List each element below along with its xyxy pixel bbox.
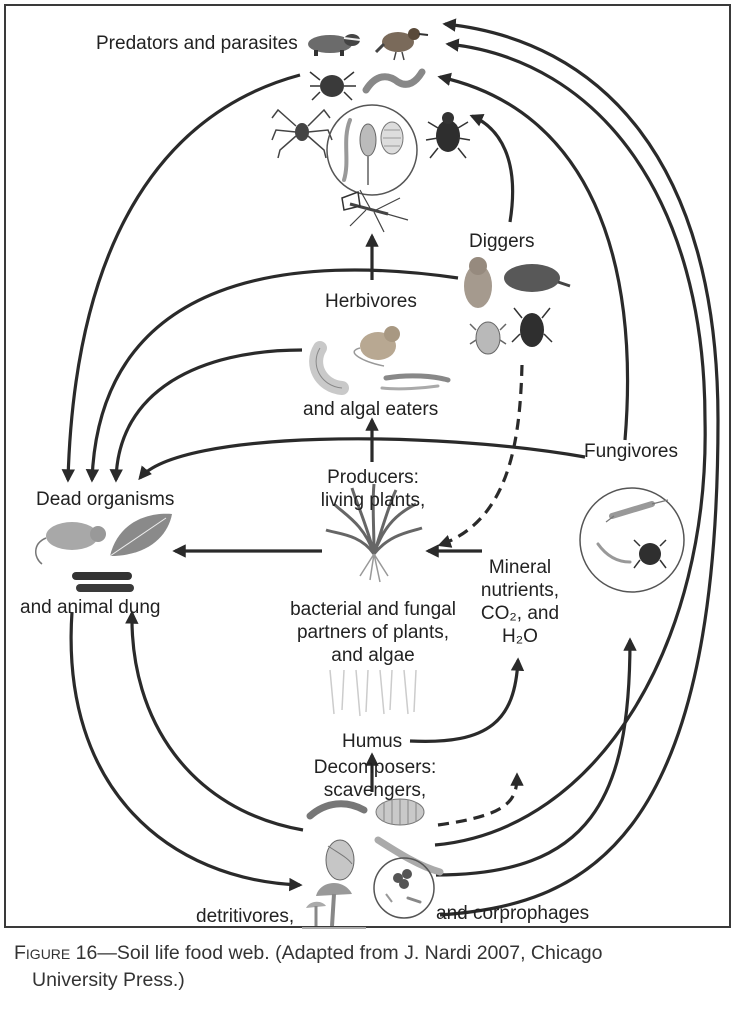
bacteria-icon [373,857,435,919]
label-coprophages: and corprophages [436,903,590,924]
arrow-predators-to-dead [61,73,301,483]
bird-icon [374,28,429,61]
fungivore-mite-icon [633,539,667,569]
caption-figure-label: Figure 16 [14,942,98,964]
springtail-icon [605,499,669,523]
caption-text-line2: University Press.) [32,969,185,991]
label-producers-line2: living plants, [320,490,426,511]
label-producers-line1: Producers: [327,467,419,488]
cicada-nymph-icon [469,321,507,355]
arrow-decomposers-to-predators [434,38,707,847]
slug-icon [380,373,451,391]
spider-icon [271,108,333,159]
worm-icon [362,68,426,94]
dung-icon [72,572,134,592]
label-predators: Predators and parasites [96,33,298,54]
label-partners: bacterial and fungal partners of plants,… [280,598,466,667]
arrow-diggers-to-predators [469,114,515,223]
arrow-decomposers-to-dead [125,610,304,832]
label-dead-organisms: Dead organisms [36,489,175,510]
arrow-diggers-to-dead [85,268,459,483]
label-animal-dung: and animal dung [20,597,161,618]
label-mineral-line4: H₂O [502,626,538,647]
label-algal-eaters: and algal eaters [303,399,439,420]
beetle-icon [425,112,471,159]
arrow-humus-to-mineral [409,657,525,744]
label-mineral-line2: nutrients, [480,580,560,601]
microbes-icon [326,104,418,196]
label-decomposers-line2: scavengers, [323,780,427,801]
dead-mouse-icon [35,522,106,565]
fungivores-circle [579,487,685,593]
arrow-decomposers-to-mineral [437,772,524,827]
roots-icon [329,669,417,717]
mite-icon [309,71,356,101]
label-decomposers-line1: Decomposers: [313,757,437,778]
arrow-fungivores-to-predators [437,72,630,441]
pillbug-icon [375,798,425,826]
vole-icon [464,257,492,308]
label-decomposers: Decomposers: scavengers, [300,756,450,802]
millipede-icon [306,800,368,820]
label-producers: Producers: living plants, [318,466,428,512]
arrow-coprophages-to-fungivores [439,18,720,917]
arrows [61,18,720,917]
label-mineral-line1: Mineral [488,557,552,578]
arrow-herbivores-to-dead [109,348,303,483]
mouse-icon [353,326,400,367]
caption-text-line1: —Soil life food web. (Adapted from J. Na… [97,942,603,964]
leaf-icon [109,513,172,557]
label-detritivores: detritivores, [196,906,295,927]
figure-caption: Figure 16—Soil life food web. (Adapted f… [14,940,722,994]
plant-icon [325,483,423,583]
earthworm-icon [374,836,444,876]
label-diggers: Diggers [469,231,535,252]
mushroom-icon [302,882,366,929]
label-mineral: Mineral nutrients, CO₂, and H₂O [476,556,564,648]
label-partners-line2: partners of plants, [296,622,450,643]
fungivore-worm-icon [596,542,632,564]
arrow-dead-to-detritivores [69,611,303,892]
bug-icon [511,307,553,347]
snail-icon [325,839,355,881]
arrow-fungivores-to-dead [138,437,586,481]
label-partners-line1: bacterial and fungal [290,599,456,620]
grub-icon [309,341,349,395]
arrow-diggers-to-mineral [437,364,524,548]
label-partners-line3: and algae [331,645,415,666]
label-mineral-line3: CO₂, and [480,603,560,624]
dashed-arrows [437,364,524,827]
badger-icon [308,34,361,56]
label-humus: Humus [342,731,403,752]
label-herbivores: Herbivores [325,291,417,312]
arrow-decomposers-to-fungivores [435,637,637,877]
mosquito-icon [341,189,409,233]
label-fungivores: Fungivores [584,441,678,462]
mole-icon [504,264,571,292]
